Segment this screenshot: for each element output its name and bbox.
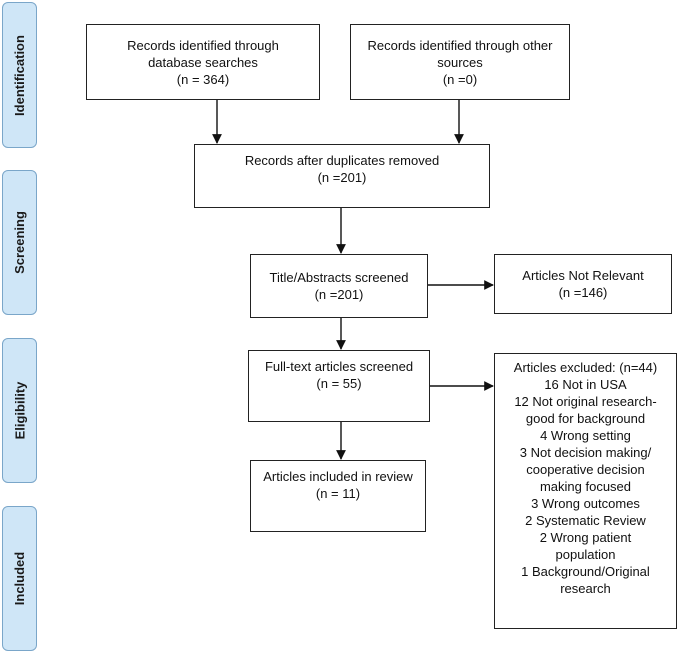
box-line: (n = 11) [315, 486, 361, 501]
box-line: Full-text articles screened [264, 359, 414, 374]
box-line: cooperative decision [526, 462, 645, 477]
box-line: Articles Not Relevant [522, 268, 644, 283]
box-line: good for background [525, 411, 646, 426]
box-line: Records identified through other [367, 37, 553, 53]
box-database-records: Records identified through database sear… [86, 24, 320, 100]
box-articles-excluded: Articles excluded: (n=44) 16 Not in USA … [494, 353, 677, 629]
phase-eligibility-label: Eligibility [12, 381, 28, 440]
box-line: (n = 364) [176, 71, 230, 87]
phase-included: Included [2, 506, 37, 651]
box-line: 12 Not original research- [514, 394, 657, 409]
box-line: database searches [148, 54, 258, 70]
box-line: Title/Abstracts screened [269, 270, 409, 285]
box-fulltext-screened: Full-text articles screened (n = 55) [248, 350, 430, 422]
box-line: Articles included in review [263, 469, 413, 484]
box-line: (n =201) [314, 287, 364, 302]
box-included-in-review: Articles included in review (n = 11) [250, 460, 426, 532]
box-line: (n =201) [317, 170, 367, 185]
box-line: 1 Background/Original [521, 564, 650, 579]
box-title-abstract-screened: Title/Abstracts screened (n =201) [250, 254, 428, 318]
phase-screening: Screening [2, 170, 37, 315]
box-line: 2 Systematic Review [525, 513, 646, 528]
box-not-relevant: Articles Not Relevant (n =146) [494, 254, 672, 314]
phase-screening-label: Screening [12, 211, 28, 274]
box-line: making focused [539, 479, 632, 494]
phase-included-label: Included [12, 551, 28, 606]
phase-identification: Identification [2, 2, 37, 148]
box-line: 3 Wrong outcomes [531, 496, 640, 511]
phase-eligibility: Eligibility [2, 338, 37, 483]
box-duplicates-removed: Records after duplicates removed (n =201… [194, 144, 490, 208]
box-line: (n =0) [442, 71, 478, 87]
box-line: (n =146) [558, 285, 608, 300]
box-line: population [555, 547, 616, 562]
box-other-sources: Records identified through other sources… [350, 24, 570, 100]
phase-identification-label: Identification [12, 34, 28, 116]
box-line: Records after duplicates removed [244, 153, 440, 168]
box-line: sources [437, 54, 483, 70]
box-line: 16 Not in USA [544, 377, 627, 392]
box-line: 3 Not decision making/ [519, 445, 652, 460]
box-line: research [560, 581, 611, 596]
box-line: 2 Wrong patient [539, 530, 632, 545]
box-line: Articles excluded: (n=44) [513, 360, 658, 375]
box-line: 4 Wrong setting [540, 428, 631, 443]
box-line: (n = 55) [316, 376, 362, 391]
box-line: Records identified through [127, 37, 279, 53]
